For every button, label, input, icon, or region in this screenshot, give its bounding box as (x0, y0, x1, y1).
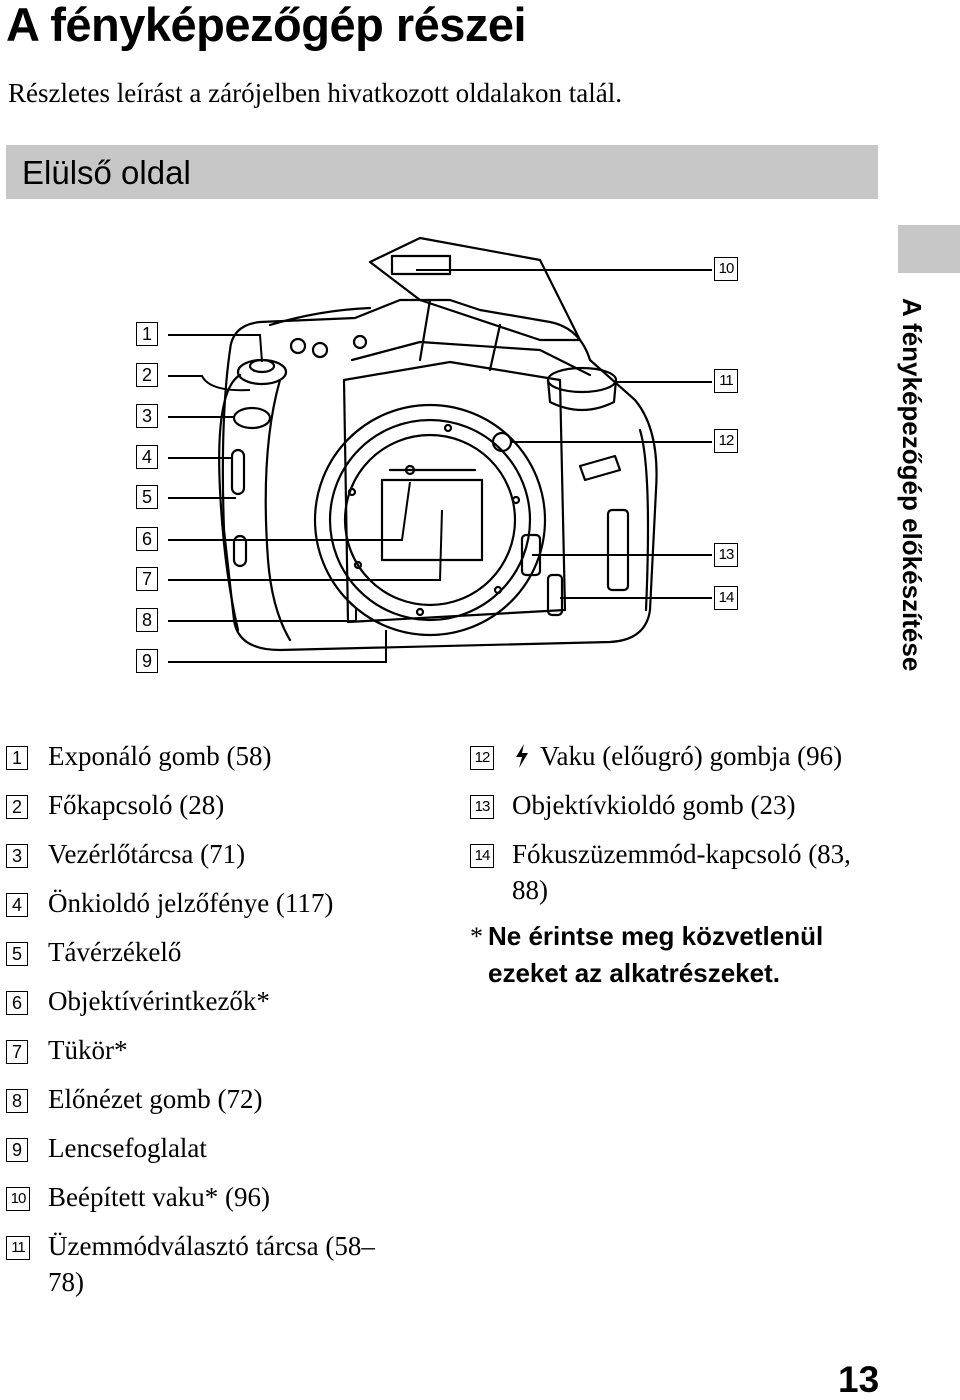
callout-4: 4 (136, 445, 158, 469)
section-title: Elülső oldal (22, 154, 191, 191)
camera-front-illustration (168, 236, 712, 663)
callout-9: 9 (136, 649, 158, 673)
callout-10: 10 (714, 257, 738, 281)
side-tab-marker (898, 225, 960, 273)
callout-14: 14 (714, 586, 738, 610)
callout-3: 3 (136, 404, 158, 428)
flash-icon (516, 744, 528, 768)
warning-note: *Ne érintse meg közvetlenül ezeket az al… (470, 921, 824, 988)
callout-5: 5 (136, 485, 158, 509)
section-header: Elülső oldal (6, 145, 878, 199)
callout-8: 8 (136, 608, 158, 632)
callout-1: 1 (136, 322, 158, 346)
callout-11: 11 (714, 369, 738, 393)
callout-6: 6 (136, 527, 158, 551)
page-number: 13 (838, 1359, 880, 1400)
callout-13: 13 (714, 543, 738, 567)
callout-2: 2 (136, 363, 158, 387)
page-subtitle: Részletes leírást a zárójelben hivatkozo… (8, 78, 623, 108)
page-title: A fényképezőgép részei (6, 0, 527, 51)
callout-7: 7 (136, 567, 158, 591)
callout-12: 12 (714, 429, 738, 453)
side-tab-label: A fényképezőgép előkészítése (897, 298, 927, 672)
